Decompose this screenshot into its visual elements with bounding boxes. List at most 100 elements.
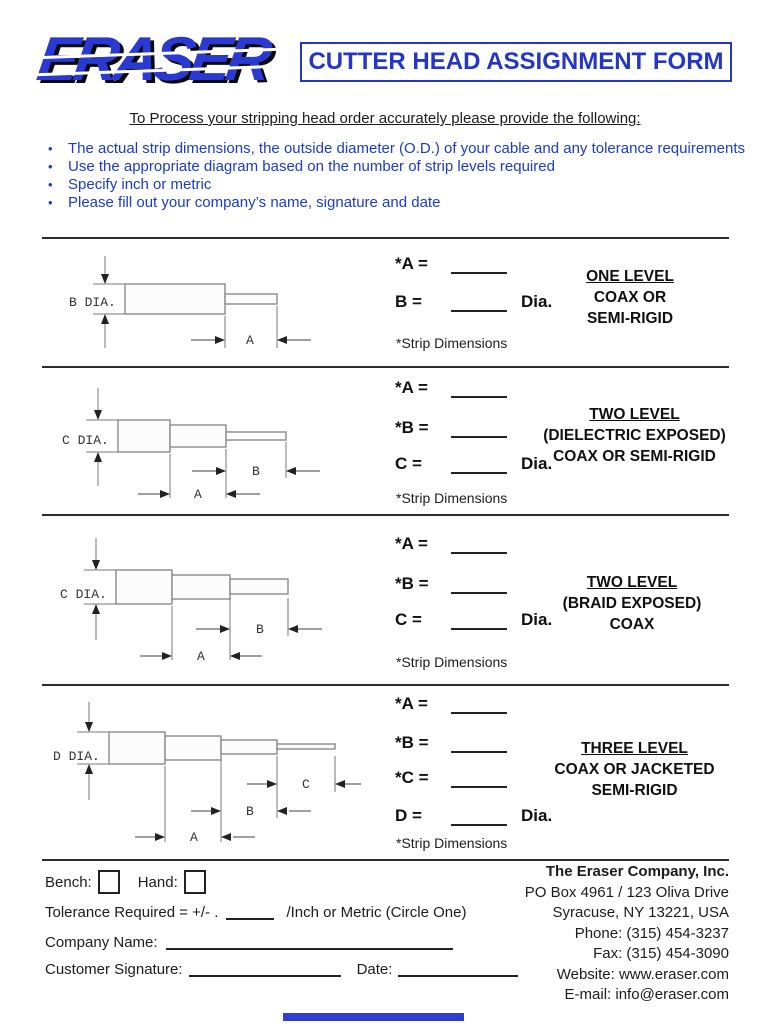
field-suffix-c: Dia.	[521, 454, 553, 473]
field-row-c: C = Dia.	[395, 454, 552, 474]
field-blank-a[interactable]	[451, 382, 507, 398]
cable-conductor	[224, 293, 278, 305]
company-name: The Eraser Company, Inc.	[545, 863, 729, 880]
section-divider	[42, 684, 729, 686]
company-email: E-mail: info@eraser.com	[564, 986, 729, 1003]
dim-label-b: B	[246, 804, 254, 819]
cable-braid	[164, 735, 222, 761]
field-row-b: *B =	[395, 574, 521, 594]
field-row-b: *B =	[395, 418, 521, 438]
cable-conductor	[276, 743, 336, 750]
eraser-logo: ERASER	[32, 20, 284, 112]
field-blank-b[interactable]	[451, 296, 507, 312]
cable-dielectric	[220, 739, 278, 755]
field-blank-b[interactable]	[451, 578, 507, 594]
two-level-braid-diagram: C DIA. B A	[60, 538, 322, 664]
company-name-line[interactable]	[165, 935, 453, 950]
field-suffix-c: Dia.	[521, 610, 553, 629]
dim-a-arrows	[191, 306, 311, 348]
section-title: ONE LEVEL COAX OR SEMI-RIGID	[586, 268, 674, 327]
customer-signature-label: Customer Signature:	[45, 961, 183, 978]
cable-jacket	[117, 419, 171, 453]
field-row-c: *C =	[395, 768, 521, 788]
field-label-b: B =	[395, 292, 422, 311]
bullet-item: • Use the appropriate diagram based on t…	[48, 158, 555, 175]
field-label-b: *B =	[395, 418, 429, 437]
section-title: TWO LEVEL (BRAID EXPOSED) COAX	[562, 574, 702, 633]
section-two-level-braid: C DIA. B A	[0, 516, 770, 684]
cable-braid	[171, 574, 231, 600]
bullet-dot: •	[48, 177, 53, 192]
field-blank-a[interactable]	[451, 258, 507, 274]
company-phone: Phone: (315) 454-3237	[574, 924, 729, 942]
field-blank-c[interactable]	[451, 458, 507, 474]
form-title: CUTTER HEAD ASSIGNMENT FORM	[308, 48, 724, 75]
dim-label-b: B	[252, 464, 260, 479]
field-suffix-d: Dia.	[521, 806, 553, 825]
field-label-b: *B =	[395, 574, 429, 593]
field-blank-c[interactable]	[451, 772, 507, 788]
dim-b-arrows	[196, 598, 322, 660]
dia-label: D DIA.	[53, 749, 100, 764]
three-level-diagram: D DIA. C B	[53, 702, 361, 845]
form-title-box: CUTTER HEAD ASSIGNMENT FORM	[300, 42, 732, 82]
dia-label: C DIA.	[62, 433, 109, 448]
field-blank-a[interactable]	[451, 698, 507, 714]
field-suffix-b: Dia.	[521, 292, 553, 311]
bullet-item: • Please fill out your company’s name, s…	[48, 194, 441, 211]
field-label-c: *C =	[395, 768, 429, 787]
dim-label-a: A	[246, 333, 254, 348]
dim-a-arrows	[140, 606, 262, 660]
dia-arrows	[77, 702, 109, 800]
inch-metric-label: /Inch or Metric (Circle One)	[286, 904, 467, 921]
company-name-label: Company Name:	[45, 934, 158, 951]
field-label-b: *B =	[395, 733, 429, 752]
field-label-a: *A =	[395, 694, 428, 713]
strip-dimensions-note: *Strip Dimensions	[396, 335, 508, 351]
section-two-level-dielectric: C DIA. B A	[0, 368, 770, 514]
tolerance-row: Tolerance Required = +/- . /Inch or Metr…	[45, 904, 466, 921]
company-info-block: The Eraser Company, Inc. PO Box 4961 / 1…	[449, 862, 729, 1006]
footer: Bench: Hand: Tolerance Required = +/- . …	[0, 862, 770, 1024]
signature-line[interactable]	[188, 962, 341, 977]
field-row-b: B = Dia.	[395, 292, 552, 312]
hand-label: Hand:	[137, 873, 178, 891]
dim-c-arrows	[247, 756, 361, 818]
dia-arrows	[86, 388, 118, 486]
dim-b-arrows	[191, 760, 311, 842]
hand-checkbox[interactable]	[183, 870, 206, 894]
company-name-row: Company Name:	[45, 934, 453, 951]
bottom-accent-bar	[283, 1013, 464, 1021]
section-one-level: B DIA. A *A = B = Dia	[0, 240, 770, 366]
dia-label: C DIA.	[60, 587, 107, 602]
field-row-d: D = Dia.	[395, 806, 552, 826]
bullet-item: • Specify inch or metric	[48, 176, 212, 193]
field-blank-a[interactable]	[451, 538, 507, 554]
cable-conductor	[225, 431, 287, 441]
bullet-dot: •	[48, 159, 53, 174]
dim-label-c: C	[302, 777, 310, 792]
date-line[interactable]	[398, 962, 519, 977]
cable-jacket	[115, 569, 173, 605]
signature-row: Customer Signature: Date:	[45, 961, 519, 978]
dim-label-a: A	[197, 649, 205, 664]
one-level-diagram: B DIA. A	[69, 256, 311, 348]
section-divider	[42, 859, 729, 861]
bench-checkbox[interactable]	[97, 870, 120, 894]
tolerance-label: Tolerance Required = +/- .	[45, 904, 219, 921]
company-website: Website: www.eraser.com	[556, 965, 729, 983]
dia-label: B DIA.	[69, 295, 116, 310]
field-row-b: *B =	[395, 733, 521, 753]
cable-jacket	[124, 283, 226, 315]
field-row-a: *A =	[395, 694, 521, 714]
field-blank-d[interactable]	[451, 810, 507, 826]
dia-arrows	[93, 256, 125, 348]
tolerance-blank[interactable]	[226, 905, 275, 920]
section-divider	[42, 237, 729, 239]
field-blank-c[interactable]	[451, 614, 507, 630]
field-blank-b[interactable]	[451, 737, 507, 753]
dim-b-arrows	[192, 442, 320, 498]
section-title: TWO LEVEL (DIELECTRIC EXPOSED) COAX OR S…	[543, 406, 726, 465]
field-blank-b[interactable]	[451, 422, 507, 438]
